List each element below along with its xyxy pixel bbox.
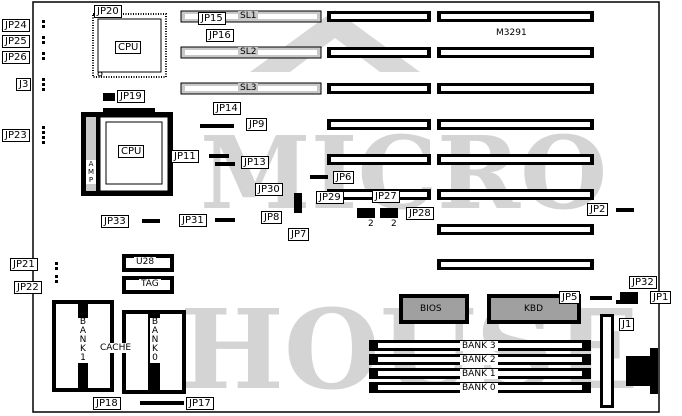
jumper-blocks bbox=[103, 17, 638, 405]
amp-label: AMP bbox=[86, 160, 96, 184]
jumper-jp32-label: JP32 bbox=[629, 276, 657, 289]
bank-right-label: BANK 0 bbox=[150, 317, 160, 363]
jumper-jp5-label: JP5 bbox=[559, 291, 581, 304]
jumper-jp18-label: JP18 bbox=[93, 397, 121, 410]
jumper-jp22-label: JP22 bbox=[14, 281, 42, 294]
tag-label: TAG bbox=[139, 279, 161, 289]
cpu-socket-label: CPU bbox=[118, 145, 145, 158]
memory-bank-3-label: BANK 3 bbox=[460, 341, 498, 351]
jumper-jp31-label: JP31 bbox=[179, 214, 207, 227]
jumper-jp2-label: JP2 bbox=[587, 203, 609, 216]
memory-bank-1-label: BANK 1 bbox=[460, 369, 498, 379]
kbd-label: KBD bbox=[522, 304, 546, 314]
board-model: M3291 bbox=[496, 28, 527, 38]
jumper-jp33-label: JP33 bbox=[101, 215, 129, 228]
jumper-jp24-label: JP24 bbox=[2, 19, 30, 32]
jumper-j3-label: J3 bbox=[16, 78, 32, 91]
jumper-jp16-label: JP16 bbox=[206, 29, 234, 42]
left-headers bbox=[42, 20, 58, 283]
jumper-jp9-label: JP9 bbox=[246, 118, 268, 131]
cache-label: CACHE bbox=[98, 343, 134, 353]
jumper-jp30-label: JP30 bbox=[255, 183, 283, 196]
cpu-top-label: CPU bbox=[115, 41, 142, 54]
jumper-jp19-label: JP19 bbox=[117, 90, 145, 103]
jumper-jp11-label: JP11 bbox=[171, 150, 199, 163]
jumper-jp27-label: JP27 bbox=[372, 190, 400, 203]
jumper-jp17-label: JP17 bbox=[186, 397, 214, 410]
jumper-jp8-label: JP8 bbox=[261, 211, 283, 224]
slot-sl3-label: SL3 bbox=[238, 83, 259, 93]
jumper-jp23-label: JP23 bbox=[2, 129, 30, 142]
bank-left-label: BANK 1 bbox=[78, 317, 88, 363]
slot-sl1-label: SL1 bbox=[238, 11, 259, 21]
jumper-jp14-label: JP14 bbox=[213, 102, 241, 115]
memory-bank-2-label: BANK 2 bbox=[460, 355, 498, 365]
jumper-jp13-label: JP13 bbox=[241, 156, 269, 169]
jp28-pin-mark: 2 bbox=[391, 219, 397, 229]
jumper-jp7-label: JP7 bbox=[288, 228, 310, 241]
u28-label: U28 bbox=[134, 257, 157, 267]
bios-label: BIOS bbox=[418, 304, 444, 314]
jumper-jp26-label: JP26 bbox=[2, 51, 30, 64]
jumper-jp21-label: JP21 bbox=[10, 258, 38, 271]
slot-sl2-label: SL2 bbox=[238, 47, 259, 57]
jumper-jp1-label: JP1 bbox=[650, 291, 672, 304]
jumper-jp28-label: JP28 bbox=[406, 207, 434, 220]
keyboard-connector bbox=[626, 348, 658, 394]
jumper-jp6-label: JP6 bbox=[333, 171, 355, 184]
jumper-j1-label: J1 bbox=[619, 318, 635, 331]
jumper-jp29-label: JP29 bbox=[316, 191, 344, 204]
jumper-jp15-label: JP15 bbox=[198, 12, 226, 25]
jp27-pin-mark: 2 bbox=[368, 219, 374, 229]
jumper-jp25-label: JP25 bbox=[2, 35, 30, 48]
power-connector bbox=[600, 314, 614, 408]
cache-banks bbox=[52, 300, 186, 394]
jumper-jp20-label: JP20 bbox=[94, 5, 122, 18]
memory-bank-0-label: BANK 0 bbox=[460, 383, 498, 393]
